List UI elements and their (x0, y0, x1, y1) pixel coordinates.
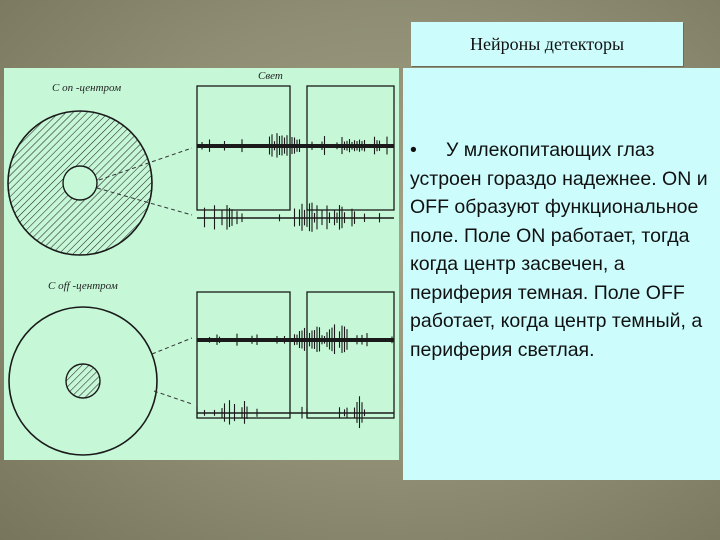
off-center-label: С off -центром (48, 280, 118, 292)
trace-on-center-center-light (197, 133, 394, 158)
body-paragraph: •У млекопитающих глаз устроен гораздо на… (410, 136, 716, 364)
on-center-field (7, 110, 153, 256)
receptive-field-diagram: С on -центром Свет С off -центром (7, 70, 395, 456)
leader-lines (96, 147, 193, 405)
slide-title-box: Нейроны детекторы (411, 22, 683, 66)
body-text: У млекопитающих глаз устроен гораздо над… (410, 139, 708, 361)
stimulus-boxes (196, 85, 395, 419)
receptive-field-figure: С on -центром Свет С off -центром (4, 68, 399, 460)
off-center-field (8, 306, 158, 456)
text-panel: •У млекопитающих глаз устроен гораздо на… (403, 68, 720, 480)
bullet-marker: • (410, 139, 417, 161)
on-center-label: С on -центром (52, 82, 121, 94)
light-label: Свет (258, 70, 283, 82)
trace-on-center-surround-light (197, 202, 394, 232)
slide-title: Нейроны детекторы (469, 33, 625, 54)
trace-off-center-surround-light (196, 396, 394, 429)
spike-traces (196, 133, 394, 429)
trace-off-center-center-light (197, 324, 394, 355)
